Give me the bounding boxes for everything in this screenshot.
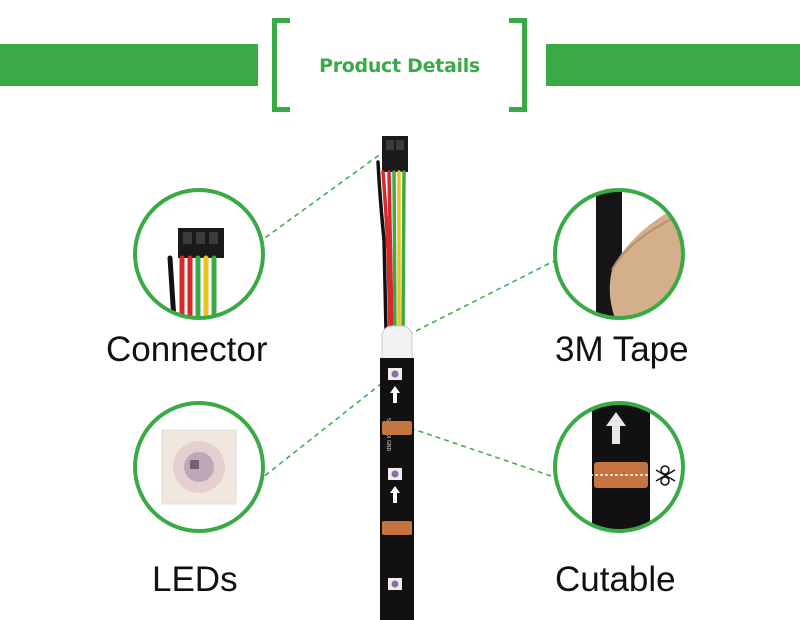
wires bbox=[376, 160, 406, 332]
label-connector: Connector bbox=[106, 330, 268, 369]
strip-segment-1: 5V DI DI GND bbox=[382, 368, 412, 452]
header-band-right bbox=[546, 44, 800, 86]
leader-tape bbox=[407, 259, 557, 336]
label-cutable: Cutable bbox=[555, 560, 676, 599]
connector-housing bbox=[382, 136, 408, 172]
leader-lines bbox=[261, 149, 558, 479]
tape-detail-circle bbox=[555, 190, 683, 318]
led-detail-circle bbox=[135, 403, 263, 531]
header-band-left bbox=[0, 44, 258, 86]
leader-connector bbox=[261, 149, 387, 241]
title-bracket-right bbox=[509, 18, 527, 112]
scissors-icon bbox=[655, 465, 676, 486]
connector-detail-circle bbox=[135, 190, 263, 318]
label-3m-tape: 3M Tape bbox=[555, 330, 689, 369]
strip-segment-2 bbox=[382, 468, 412, 590]
label-leds: LEDs bbox=[152, 560, 238, 599]
leader-leds bbox=[261, 371, 397, 479]
leader-cutable bbox=[409, 427, 558, 479]
page-title: Product Details bbox=[319, 55, 480, 77]
title-bracket-left bbox=[272, 18, 290, 112]
